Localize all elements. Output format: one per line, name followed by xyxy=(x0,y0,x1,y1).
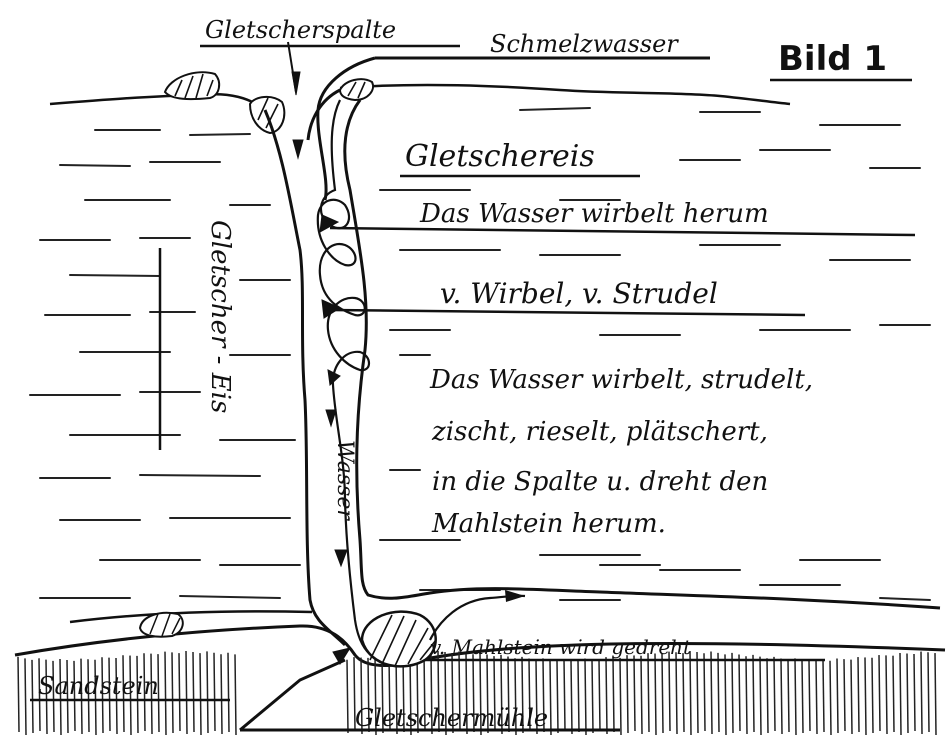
glacier-mill-pothole xyxy=(240,660,345,730)
description-line-4: Mahlstein herum. xyxy=(431,509,666,539)
water-exit-path xyxy=(430,596,525,640)
vortex-label: v. Wirbel, v. Strudel xyxy=(440,277,718,310)
ice-surface-right xyxy=(340,85,790,104)
diagram-title: Bild 1 xyxy=(778,39,887,79)
description-line-2: zischt, rieselt, plätschert, xyxy=(431,417,768,447)
description-line-1: Das Wasser wirbelt, strudelt, xyxy=(429,365,813,395)
description-line-3: in die Spalte u. dreht den xyxy=(432,467,768,497)
vertical-water-label: Wasser xyxy=(332,440,357,521)
millstone-label: v. Mahlstein wird gedreht xyxy=(430,635,692,659)
glacier-mill-label: Gletschermühle xyxy=(355,704,548,732)
millstone xyxy=(362,612,436,667)
glacier-ice-label: Gletschereis xyxy=(405,139,595,174)
ground-boulder xyxy=(140,613,183,637)
water-swirls-label: Das Wasser wirbelt herum xyxy=(419,199,769,229)
exit-arrow xyxy=(505,590,525,602)
ice-bottom-surface xyxy=(70,611,312,622)
ice-surface-left xyxy=(50,94,265,110)
sandstone-label: Sandstein xyxy=(38,672,159,700)
crevasse-label: Gletscherspalte xyxy=(205,16,396,44)
meltwater-label: Schmelzwasser xyxy=(490,30,679,58)
ice-hatching-left xyxy=(30,130,300,598)
vertical-ice-label: Gletscher - Eis xyxy=(205,220,235,413)
